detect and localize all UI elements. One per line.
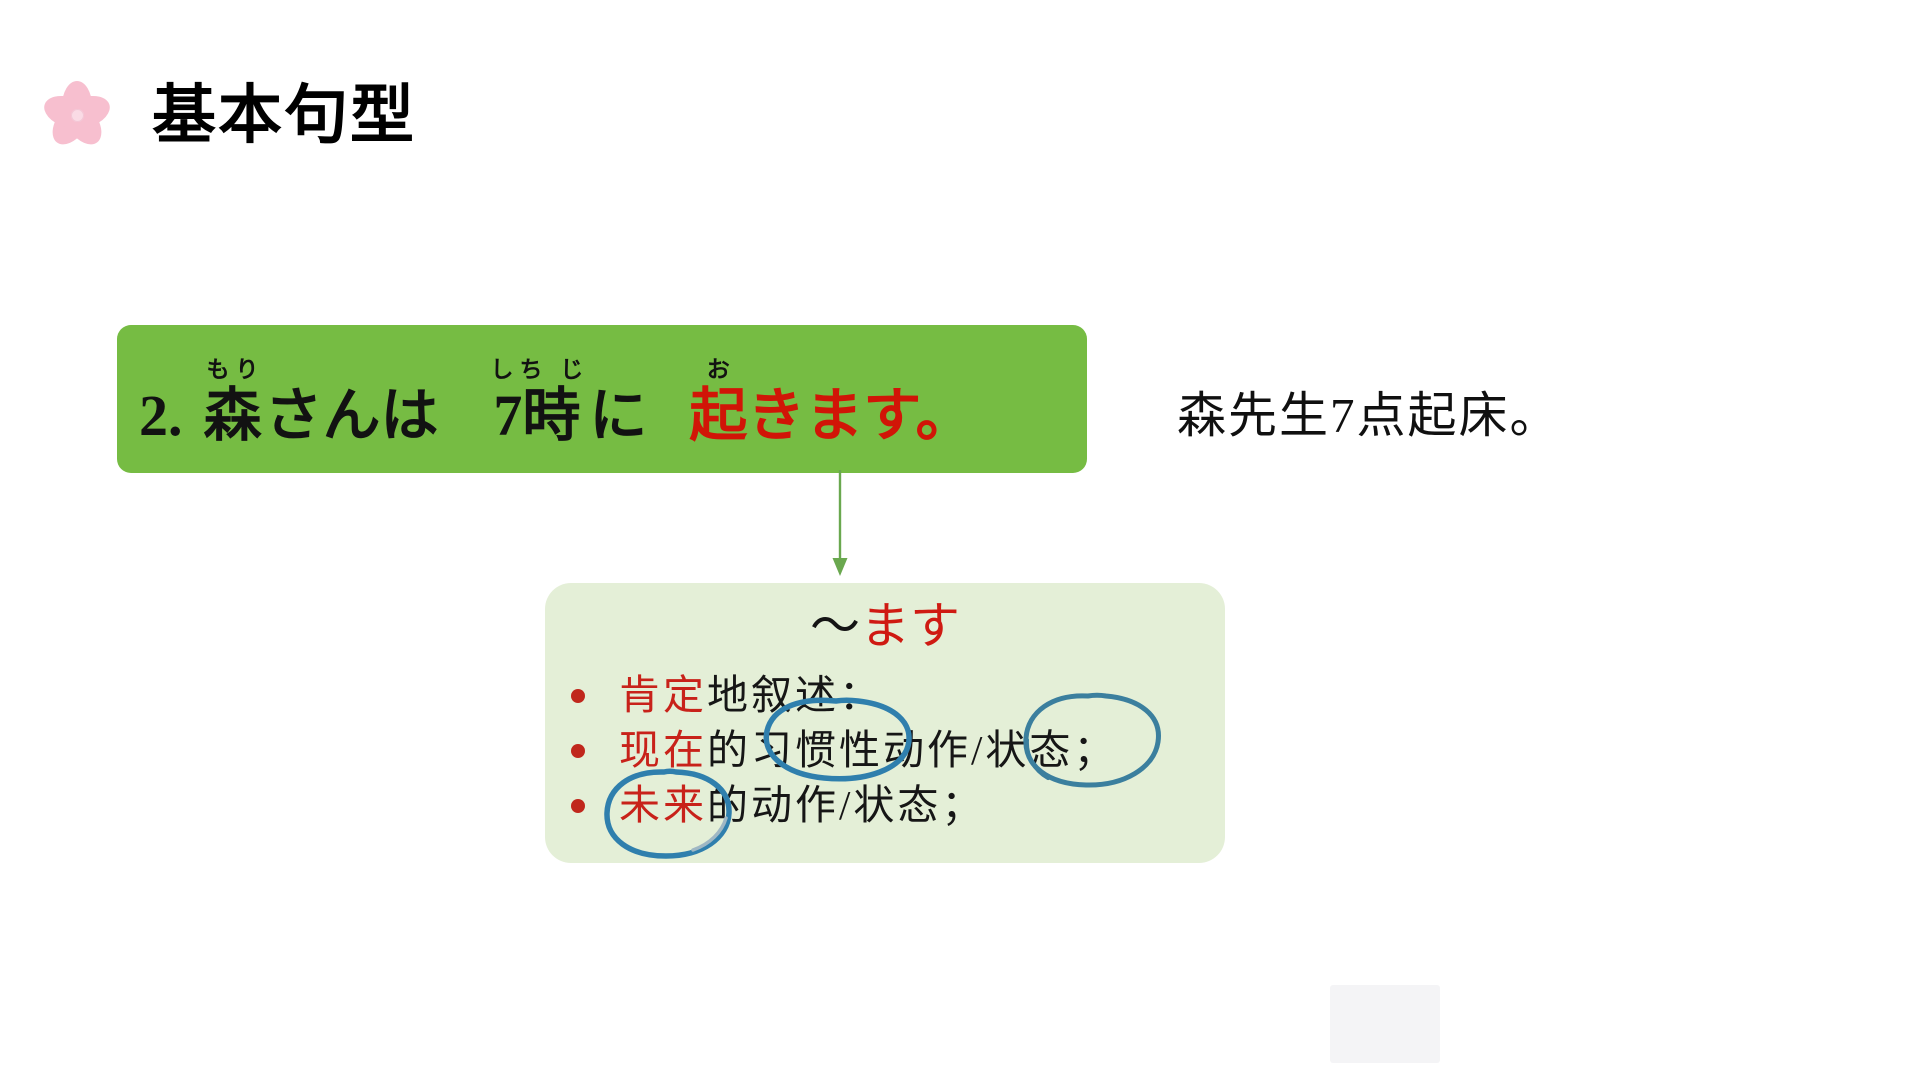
sentence-segment-kimasu: きます。 [747,383,974,449]
list-item: 未来的动作/状态； [559,785,1215,840]
bullet-text-3: 未来的动作/状态； [619,785,985,826]
kanji-oki: 起 [689,383,748,449]
bullet-rest-3: 的动作/状态； [707,782,986,828]
sentence-banner: 2. もり 森 さんは しち じ 7時 に お 起 きます。 [117,325,1087,473]
bullet-text-1: 肯定地叙述： [619,675,883,716]
furigana-o: お [706,357,736,383]
bullet-dot-icon [571,689,585,703]
slide-title-row: 基本句型 [40,78,416,152]
sentence-number: 2. [139,358,183,447]
furigana-mori: もり [206,357,265,383]
bullet-dot-icon [571,799,585,813]
bullet-highlight-2: 现在 [619,727,707,773]
sentence-number-text: 2. [139,383,183,449]
sentence-segment-mori: もり 森 [201,358,265,447]
ruby-blank [152,358,170,384]
bullet-rest-2: 的习惯性动作/状态； [707,727,1118,773]
sentence-segment-oki: お 起 [689,358,747,447]
page-title: 基本句型 [152,79,416,151]
chinese-gloss: 森先生7点起床。 [1177,388,1561,443]
tilde-symbol: 〜 [810,598,860,654]
masu-text: ます [860,598,960,654]
list-item: 现在的习惯性动作/状态； [559,730,1215,785]
bullet-dot-icon [571,744,585,758]
sentence-segment-shichiji: しち じ 7時 [485,358,590,447]
kanji-mori: 森 [203,383,262,449]
sentence-segment-san-wa: さんは [264,383,439,449]
down-arrow-icon [832,470,848,576]
bullet-highlight-3: 未来 [619,782,707,828]
bullet-text-2: 现在的习惯性动作/状态； [619,730,1117,771]
kanji-shichiji: 7時 [493,383,581,449]
explanation-heading: 〜ます [545,601,1225,651]
watermark-block [1330,985,1440,1063]
list-item: 肯定地叙述： [559,675,1215,730]
explanation-bullet-list: 肯定地叙述： 现在的习惯性动作/状态； 未来的动作/状态； [559,675,1215,840]
sentence-line: 2. もり 森 さんは しち じ 7時 に お 起 きます。 [139,358,974,473]
sentence-segment-ni: に [589,383,648,449]
bullet-highlight-1: 肯定 [619,672,707,718]
explanation-card: 〜ます 肯定地叙述： 现在的习惯性动作/状态； 未来的动作/状态； [545,583,1225,863]
furigana-shichiji: しち じ [490,357,590,383]
bullet-rest-1: 地叙述： [707,672,883,718]
sakura-flower-icon [40,78,114,152]
